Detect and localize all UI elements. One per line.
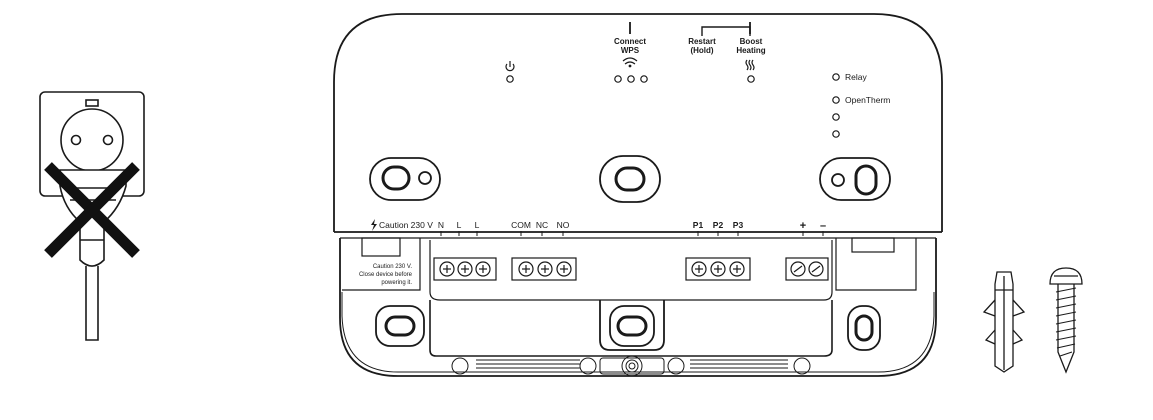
relay-led — [832, 73, 840, 81]
terminal-l1-label: L — [457, 220, 462, 230]
restart-boost-bracket — [701, 26, 751, 36]
terminal-com-label: COM — [511, 220, 531, 230]
led-4 — [832, 130, 840, 138]
wps-led-3 — [640, 75, 648, 83]
restart-label-line2: (Hold) — [690, 46, 713, 55]
terminal-nc-label: NC — [536, 220, 548, 230]
wall-plug-icon — [982, 271, 1026, 373]
opentherm-label: OpenTherm — [845, 95, 890, 105]
device-base — [339, 238, 937, 377]
boost-label-line2: Heating — [736, 46, 765, 55]
warning-line3: powering it. — [381, 280, 412, 286]
terminal-block-opentherm — [785, 257, 829, 281]
warning-line1: Caution 230 V. — [373, 264, 412, 270]
plug-cable — [85, 266, 99, 341]
mounting-hole-bottom-left — [375, 305, 425, 347]
heat-icon — [745, 59, 755, 71]
device-housing — [402, 13, 943, 232]
prohibited-cross-icon — [44, 162, 140, 258]
opentherm-led — [832, 96, 840, 104]
terminal-p2-label: P2 — [713, 220, 724, 230]
thermostat-receiver-device — [333, 13, 943, 377]
terminal-no-label: NO — [557, 220, 570, 230]
terminal-block-mains — [433, 257, 497, 281]
screw-icon — [1049, 267, 1083, 374]
wifi-icon — [622, 57, 638, 68]
terminal-minus-label: – — [820, 220, 826, 232]
caution-label: Caution 230 V — [379, 220, 433, 230]
terminal-n-label: N — [438, 220, 444, 230]
mounting-hole-center — [599, 155, 661, 203]
terminal-plus-label: + — [800, 220, 806, 232]
terminal-p3-label: P3 — [733, 220, 744, 230]
wps-led-2 — [627, 75, 635, 83]
boost-label-line1: Boost — [740, 37, 763, 46]
mounting-hole-bottom-right — [847, 305, 881, 351]
warning-line2: Close device before — [359, 272, 413, 278]
power-led — [505, 61, 515, 83]
led-3 — [832, 113, 840, 121]
terminal-block-relay — [511, 257, 577, 281]
wall-socket-face — [60, 108, 124, 172]
terminal-l2-label: L — [475, 220, 480, 230]
connect-label-line1: Connect — [614, 37, 646, 46]
no-wall-socket-illustration — [39, 91, 145, 341]
mounting-hole-bottom-center — [599, 300, 665, 351]
lightning-icon — [371, 219, 377, 231]
relay-label: Relay — [845, 72, 867, 82]
boost-led — [747, 75, 755, 83]
vent-strip — [451, 355, 811, 377]
connect-label-line2: WPS — [621, 46, 640, 55]
terminal-p1-label: P1 — [693, 220, 704, 230]
power-icon — [505, 63, 515, 72]
mounting-hole-left — [369, 157, 441, 201]
wps-led-1 — [614, 75, 622, 83]
mounting-hole-right — [819, 157, 891, 201]
restart-label-line1: Restart — [688, 37, 716, 46]
terminal-block-inputs — [685, 257, 751, 281]
